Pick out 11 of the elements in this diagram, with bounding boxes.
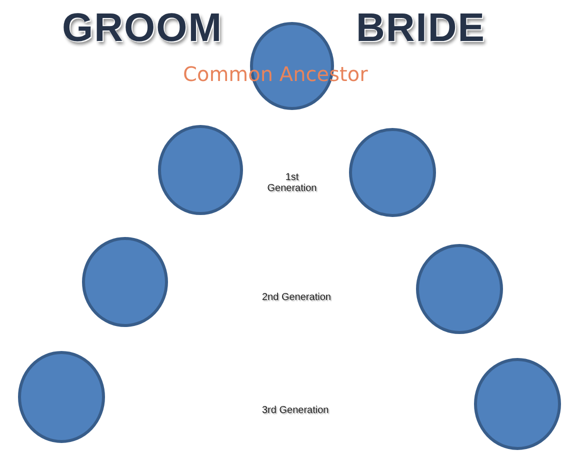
title-text: BRIDE bbox=[356, 8, 486, 48]
circle-shape bbox=[474, 358, 561, 450]
circle-shape bbox=[82, 237, 168, 327]
generation-label: 2nd Generation bbox=[262, 292, 331, 303]
generation-label: 1st Generation bbox=[266, 172, 318, 194]
title-text: GROOM bbox=[62, 8, 223, 48]
circle-shape bbox=[158, 125, 243, 215]
circle-shape bbox=[18, 351, 105, 443]
circle-shape bbox=[349, 128, 436, 217]
generation-label: 3rd Generation bbox=[262, 405, 329, 416]
circle-shape bbox=[416, 244, 503, 334]
